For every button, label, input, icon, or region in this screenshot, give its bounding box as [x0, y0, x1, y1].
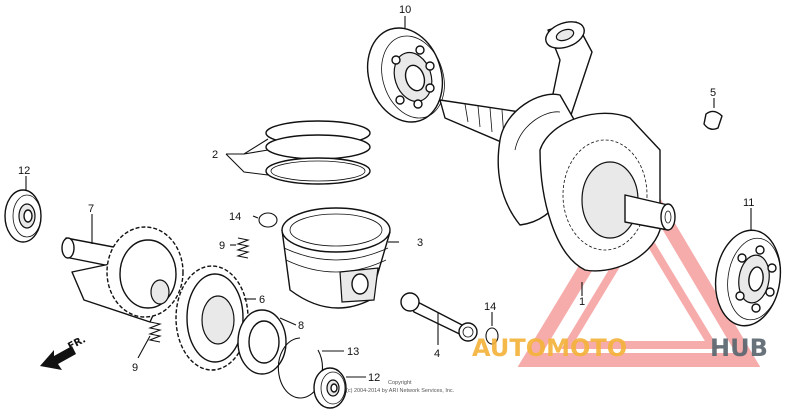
callout-14-lower: 14 — [484, 301, 496, 313]
callout-2: 2 — [212, 149, 218, 161]
piston-pin[interactable] — [400, 292, 478, 342]
copyright-line-2: (c) 2004-2014 by ARI Network Services, I… — [346, 388, 455, 394]
pin-clip-upper[interactable] — [258, 212, 278, 228]
callout-8: 8 — [298, 320, 304, 332]
bearing-right[interactable] — [710, 226, 787, 330]
front-direction-label: FR. — [66, 334, 88, 352]
front-direction-arrow-icon — [40, 346, 76, 370]
piston[interactable] — [281, 207, 391, 309]
spring-lower[interactable] — [148, 321, 162, 343]
callout-12-left: 12 — [18, 165, 30, 177]
callout-9-upper: 9 — [219, 240, 225, 252]
copyright-line-1: Copyright — [388, 380, 412, 386]
balancer-drive-gear[interactable] — [175, 265, 249, 371]
balancer-shaft[interactable] — [61, 226, 184, 323]
washer[interactable] — [237, 309, 287, 375]
callout-13: 13 — [347, 346, 359, 358]
callout-4: 4 — [434, 348, 440, 360]
callout-6: 6 — [259, 294, 265, 306]
callout-7: 7 — [88, 203, 94, 215]
watermark-logo: AUTOMOTO HUB — [472, 334, 768, 362]
pin-clip-lower[interactable] — [485, 327, 499, 345]
callout-10: 10 — [399, 4, 411, 16]
callout-1: 1 — [579, 296, 585, 308]
watermark-word-hub: HUB — [710, 334, 768, 362]
leader-lines — [25, 16, 752, 378]
callout-3: 3 — [417, 237, 423, 249]
spring-upper[interactable] — [236, 237, 250, 259]
callout-9-lower: 9 — [132, 362, 138, 374]
callout-12-bottom: 12 — [368, 372, 380, 384]
bearing-top[interactable] — [356, 18, 455, 132]
watermark-word-automoto: AUTOMOTO — [472, 334, 627, 362]
callout-14-upper: 14 — [229, 211, 241, 223]
bearing-left[interactable] — [4, 189, 42, 243]
woodruff-key[interactable] — [703, 110, 723, 131]
callout-11: 11 — [743, 197, 754, 209]
crankshaft[interactable] — [439, 17, 676, 272]
callout-5: 5 — [710, 87, 716, 99]
bearing-bottom[interactable] — [313, 367, 347, 409]
piston-ring-set[interactable] — [265, 120, 371, 185]
